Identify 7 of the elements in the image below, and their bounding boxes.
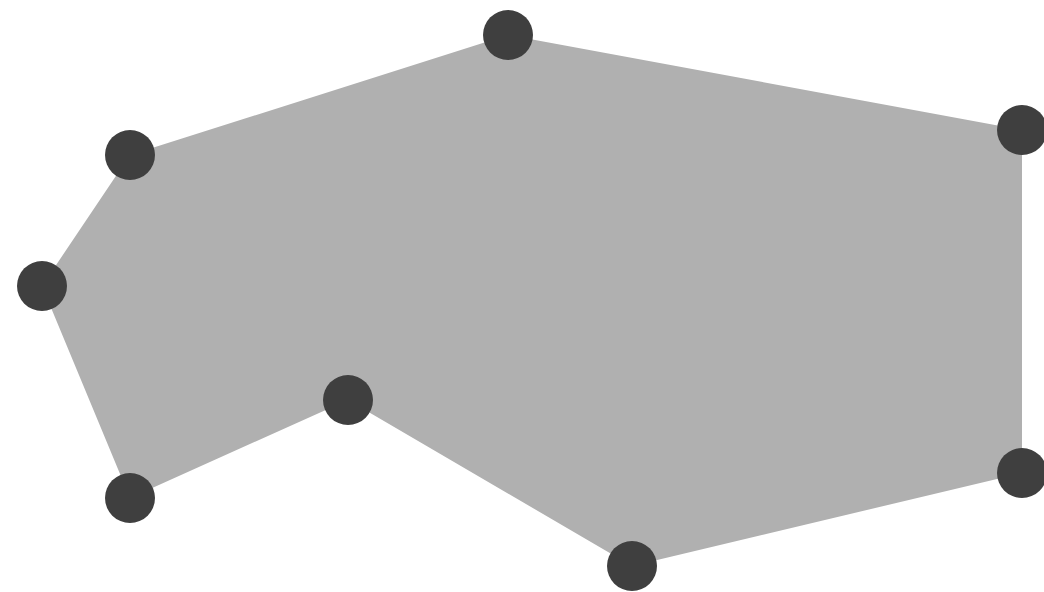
vertex-dot <box>483 10 533 60</box>
vertex-dot <box>105 473 155 523</box>
vertex-dot <box>105 130 155 180</box>
vertex-dot <box>997 105 1044 155</box>
vertex-dot <box>607 541 657 591</box>
vertex-dot <box>17 261 67 311</box>
vertex-dot <box>997 448 1044 498</box>
